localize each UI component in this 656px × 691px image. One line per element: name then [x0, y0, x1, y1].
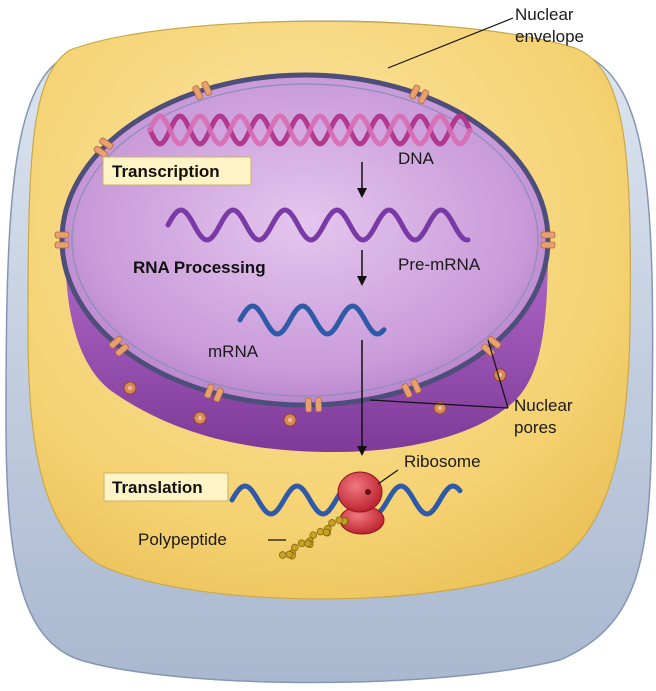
nuclear-envelope-inner [71, 83, 539, 397]
step-rna-processing: RNA Processing [133, 258, 266, 277]
label-polypeptide: Polypeptide [138, 530, 227, 549]
leader-nuclear-envelope [387, 17, 514, 69]
label-nuclear-envelope-2: envelope [515, 27, 584, 46]
arrow-processing [357, 250, 367, 286]
leader-ribosome [377, 469, 399, 485]
transcription-box [102, 156, 252, 186]
ribosome [337, 471, 385, 535]
pre-mrna-strand [165, 207, 471, 243]
label-pre-mrna: Pre-mRNA [398, 255, 481, 274]
label-dna: DNA [398, 149, 435, 168]
label-nuclear-envelope-1: Nuclear [515, 5, 574, 24]
leader-pore-right [487, 339, 509, 409]
arrow-export [357, 340, 367, 456]
leader-pore-bottom [369, 399, 509, 409]
label-mrna: mRNA [208, 342, 259, 361]
label-nuclear-pores-2: pores [514, 418, 557, 437]
step-transcription: Transcription [112, 162, 220, 181]
nuclear-pores-group [54, 81, 556, 413]
label-ribosome: Ribosome [404, 452, 481, 471]
label-nuclear-pores-1: Nuclear [514, 396, 573, 415]
arrow-transcription [357, 162, 367, 198]
translation-box [103, 472, 229, 502]
mrna-strand [237, 303, 387, 337]
step-translation: Translation [112, 478, 203, 497]
polypeptide-chain [278, 516, 349, 560]
dna-double-helix [147, 113, 473, 147]
